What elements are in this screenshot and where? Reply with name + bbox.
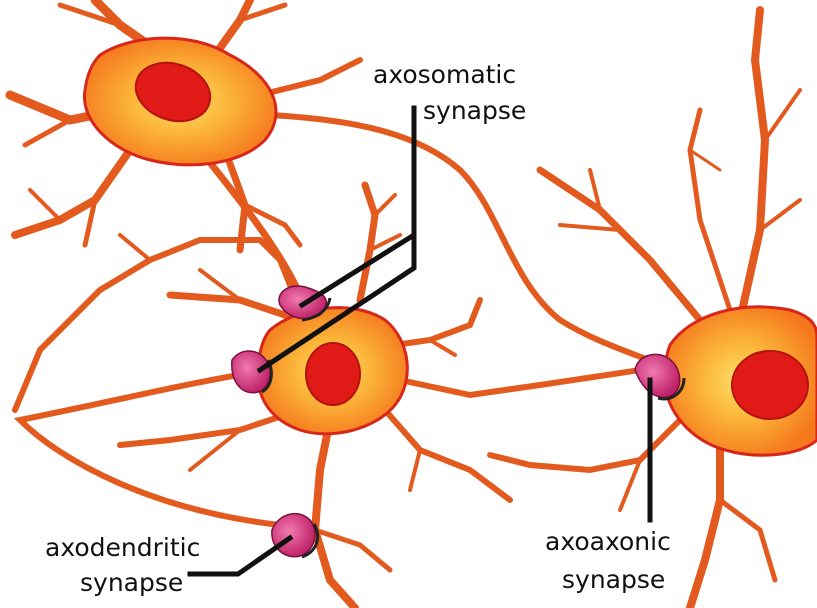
label-axosomatic-line2: synapse <box>423 96 526 126</box>
label-axoaxonic-line1: axoaxonic <box>545 527 671 557</box>
neuron-right-nucleus <box>732 351 808 419</box>
label-axodendritic-line1: axodendritic <box>45 533 200 563</box>
label-axodendritic-line2: synapse <box>80 568 183 598</box>
synapse-axodendritic <box>272 514 318 557</box>
neuron-center-nucleus <box>306 343 360 405</box>
label-axoaxonic-line2: synapse <box>562 565 665 595</box>
label-axosomatic-line1: axosomatic <box>373 60 516 90</box>
neuron-right <box>490 10 817 608</box>
